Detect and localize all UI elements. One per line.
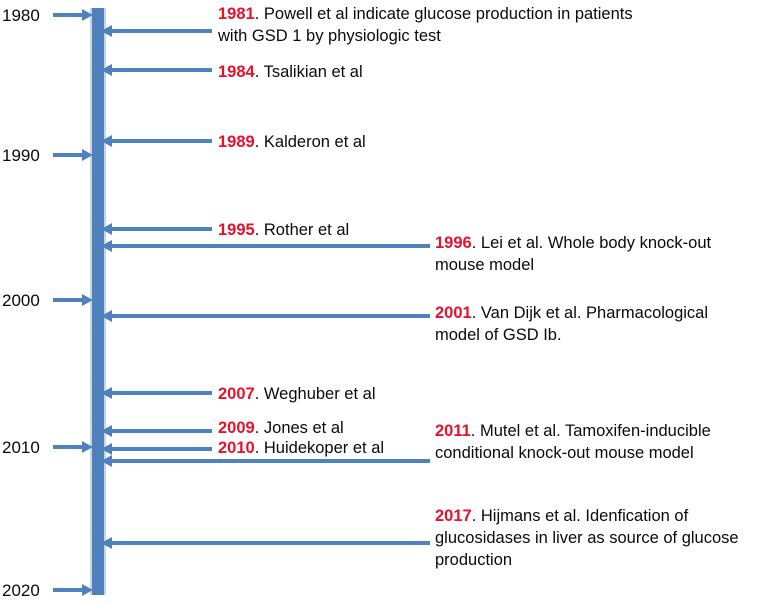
decade-arrow-icon-2010	[53, 441, 93, 453]
event-text-1989: 1989. Kalderon et al	[218, 131, 648, 153]
event-text-1981: 1981. Powell et al indicate glucose prod…	[218, 3, 648, 47]
event-sep-1981: .	[254, 5, 264, 23]
event-year-1984: 1984	[218, 63, 255, 81]
event-sep-1996: .	[471, 234, 481, 252]
event-year-2007: 2007	[218, 385, 255, 403]
event-year-1996: 1996	[435, 234, 472, 252]
event-sep-1984: .	[254, 63, 264, 81]
decade-marker-1980: 1980	[0, 2, 93, 28]
event-text-2001: 2001. Van Dijk et al. Pharmacological mo…	[435, 302, 757, 346]
decade-label-2000: 2000	[2, 290, 40, 310]
event-body-1981: Powell et al indicate glucose production…	[218, 5, 633, 45]
event-body-2001: Van Dijk et al. Pharmacological model of…	[435, 304, 709, 344]
decade-arrow-icon-2020	[53, 584, 93, 596]
decade-label-2010: 2010	[2, 437, 40, 457]
event-text-1996: 1996. Lei et al. Whole body knock-out mo…	[435, 232, 755, 276]
event-body-2009: Jones et al	[263, 419, 344, 437]
event-sep-2010: .	[254, 439, 264, 457]
event-arrow-2010	[101, 443, 212, 455]
event-arrow-2001	[101, 310, 430, 322]
event-arrow-1984	[101, 64, 212, 76]
event-body-1989: Kalderon et al	[263, 133, 366, 151]
decade-marker-2010: 2010	[0, 434, 93, 460]
event-body-2010: Huidekoper et al	[263, 439, 385, 457]
event-year-2011: 2011	[435, 422, 471, 440]
event-sep-2007: .	[254, 385, 264, 403]
decade-label-1990: 1990	[2, 145, 40, 165]
event-year-2017: 2017	[435, 507, 472, 525]
event-sep-2001: .	[471, 304, 481, 322]
event-text-2009: 2009. Jones et al	[218, 417, 648, 439]
decade-label-1980: 1980	[2, 5, 40, 25]
event-text-2010: 2010. Huidekoper et al	[218, 437, 648, 459]
event-year-2009: 2009	[218, 419, 255, 437]
event-sep-1995: .	[254, 221, 264, 239]
event-arrow-1996	[101, 240, 430, 252]
decade-marker-2000: 2000	[0, 287, 93, 313]
event-arrow-2009	[101, 425, 212, 437]
event-body-2017: Hijmans et al. Idenfication of glucosida…	[435, 507, 739, 569]
event-sep-1989: .	[254, 133, 264, 151]
event-arrow-2017	[101, 537, 430, 549]
event-year-1989: 1989	[218, 133, 255, 151]
decade-arrow-icon-1990	[53, 149, 93, 161]
event-sep-2017: .	[471, 507, 481, 525]
event-text-2007: 2007. Weghuber et al	[218, 383, 648, 405]
event-text-2011: 2011. Mutel et al. Tamoxifen-inducible c…	[435, 420, 747, 464]
event-arrow-2011	[101, 455, 430, 467]
event-sep-2011: .	[470, 422, 480, 440]
event-text-1995: 1995. Rother et al	[218, 219, 648, 241]
event-body-1984: Tsalikian et al	[263, 63, 363, 81]
decade-label-2020: 2020	[2, 580, 40, 600]
event-year-1981: 1981	[218, 5, 255, 23]
decade-arrow-icon-2000	[53, 294, 93, 306]
event-arrow-1981	[101, 25, 212, 37]
decade-marker-1990: 1990	[0, 142, 93, 168]
event-year-2001: 2001	[435, 304, 472, 322]
timeline-axis-bar	[92, 8, 104, 595]
event-year-2010: 2010	[218, 439, 255, 457]
decade-marker-2020: 2020	[0, 577, 93, 603]
event-body-2011: Mutel et al. Tamoxifen-inducible conditi…	[435, 422, 711, 462]
event-text-2017: 2017. Hijmans et al. Idenfication of glu…	[435, 505, 753, 571]
event-arrow-2007	[101, 387, 212, 399]
event-body-1995: Rother et al	[263, 221, 350, 239]
event-sep-2009: .	[254, 419, 264, 437]
decade-arrow-icon-1980	[53, 9, 93, 21]
event-text-1984: 1984. Tsalikian et al	[218, 61, 648, 83]
event-body-1996: Lei et al. Whole body knock-out mouse mo…	[435, 234, 712, 274]
event-body-2007: Weghuber et al	[263, 385, 376, 403]
event-year-1995: 1995	[218, 221, 255, 239]
event-arrow-1989	[101, 135, 212, 147]
event-arrow-1995	[101, 223, 212, 235]
